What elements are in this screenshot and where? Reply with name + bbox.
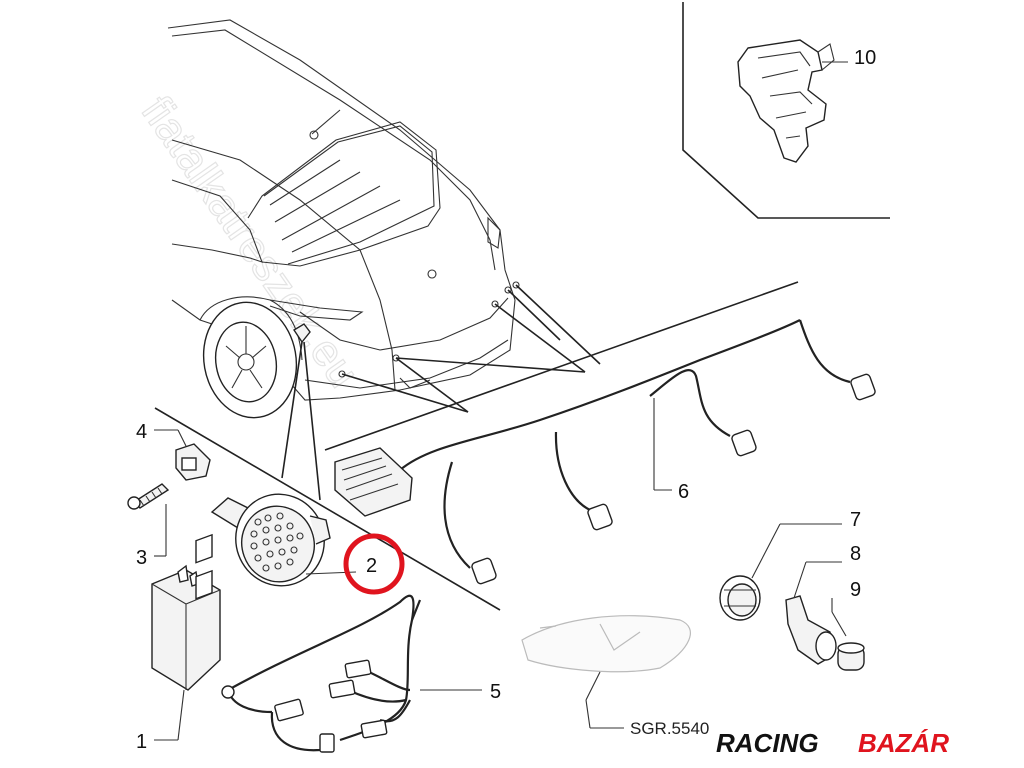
tail-light-reference [521,615,691,673]
callout-3: 3 [136,547,147,569]
mount-point [293,323,311,344]
divider-line [154,407,501,611]
part-5-wiring-harness [221,594,422,753]
racing-bazar-logo: RACING BAZÁR [710,722,1002,762]
callout-5: 5 [490,681,501,703]
callout-1: 1 [136,731,147,753]
logo-word-bazar: BAZÁR [858,728,949,758]
part-8-sensor [785,595,837,665]
callout-9: 9 [850,579,861,601]
part-6-sensor-harness [334,319,876,585]
car-rear-wheel [199,296,303,419]
reference-code: SGR.55401 [630,719,719,738]
logo-word-racing: RACING [716,728,819,758]
part-1-control-unit [151,533,221,691]
callout-6: 6 [678,481,689,503]
callout-10: 10 [854,47,876,69]
part-2-buzzer [210,493,331,587]
inset-frame [682,2,890,219]
callout-8: 8 [850,543,861,565]
highlight-circle [343,533,405,595]
callout-2: 2 [366,555,377,577]
callout-4: 4 [136,421,147,443]
part-10-clip [737,39,835,163]
callout-7: 7 [850,509,861,531]
harness-guide-line [324,281,799,451]
part-7-grommet [719,575,761,621]
part-9-cap [837,642,865,671]
screw [127,483,170,510]
part-4-clip [175,443,211,481]
